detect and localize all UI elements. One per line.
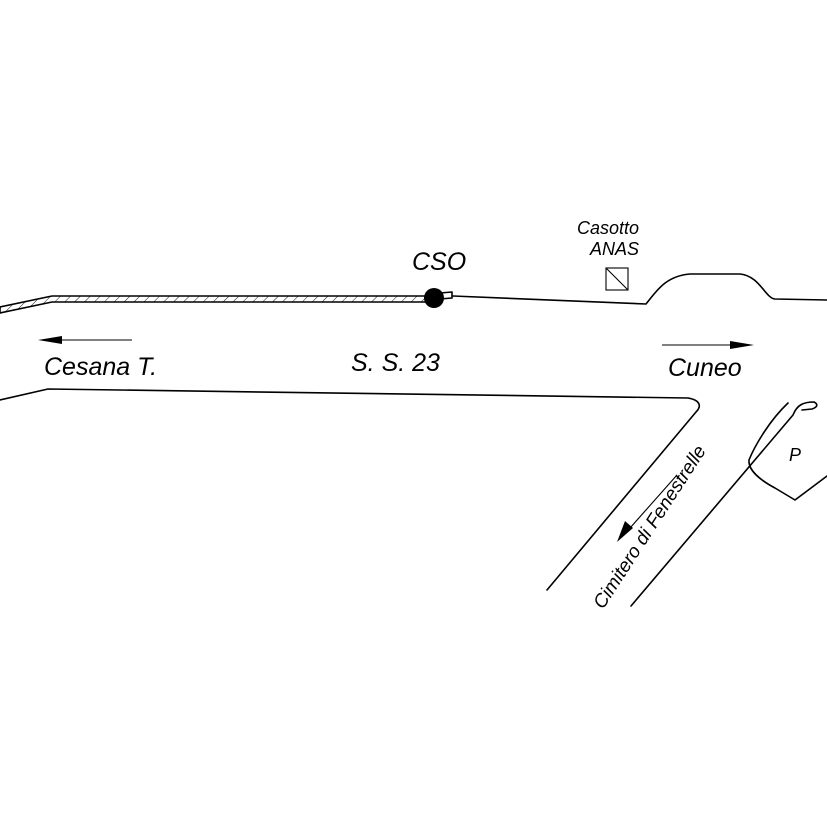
parking-label: P: [789, 445, 801, 465]
direction-west-label: Cesana T.: [44, 353, 157, 381]
building-label-line2: ANAS: [589, 239, 639, 259]
side-road-east-edge: [630, 401, 818, 607]
cso-station-marker: [424, 288, 444, 308]
road-name-label: S. S. 23: [351, 349, 440, 377]
arrow-west-icon: [38, 336, 132, 344]
arrow-east-icon: [662, 341, 754, 349]
station-label: CSO: [412, 248, 466, 276]
north-road-edge: [0, 273, 827, 314]
building-label-line1: Casotto: [577, 218, 639, 238]
direction-east-label: Cuneo: [668, 354, 742, 382]
anas-building-icon: [605, 267, 629, 291]
hatched-sidewalk: [0, 296, 432, 313]
arrow-southwest-icon: [617, 474, 678, 542]
south-road-edge: [0, 388, 701, 591]
parking-area: [748, 402, 827, 501]
